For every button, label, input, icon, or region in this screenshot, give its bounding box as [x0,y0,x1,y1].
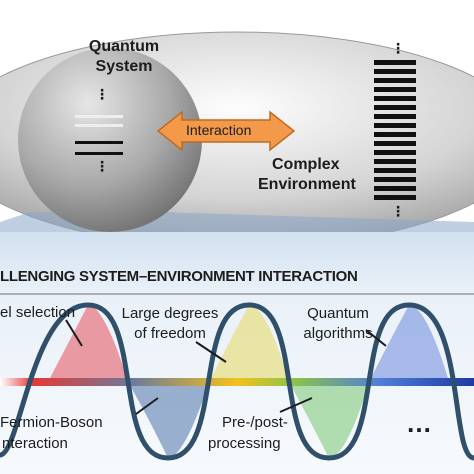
system-levels-bottom-ellipsis: ⋮ [95,158,109,174]
label-fermion-boson: Fermion-Boson nteraction [0,412,130,454]
env-levels-top-ellipsis: ⋮ [391,40,405,56]
system-energy-levels [75,115,123,155]
label-large-degrees: Large degrees of freedom [110,304,230,344]
wave-lobes [48,305,449,458]
label-large-degrees-line1: Large degrees [121,305,219,322]
callout-lines [65,319,387,415]
complex-environment-label: Complex Environment [258,155,374,195]
sine-wave [0,302,474,461]
env-levels-bottom-ellipsis: ⋮ [391,203,405,219]
environment-energy-levels [374,60,416,200]
label-quantum-algorithms-line1: Quantum [307,305,369,322]
quantum-system-label-line2: System [95,58,153,75]
label-fermion-boson-line1: Fermion-Boson [0,414,103,431]
quantum-system-label: Quantum System [76,37,172,77]
label-large-degrees-line2: of freedom [134,325,206,342]
label-pre-post-line1: Pre-/post- [222,414,288,431]
more-ellipsis: … [406,408,432,438]
quantum-system-label-line1: Quantum [88,38,160,55]
complex-environment-label-line1: Complex [272,156,340,173]
label-level-selection: el selection [0,304,76,321]
label-quantum-algorithms: Quantum algorithms [286,304,390,344]
label-fermion-boson-line2: nteraction [2,435,68,452]
complex-environment-label-line2: Environment [258,176,356,193]
system-levels-top-ellipsis: ⋮ [95,86,109,102]
spectrum-bar [0,378,474,386]
label-pre-post-processing: Pre-/post- processing [208,412,308,454]
quantum-system-sphere [18,48,202,232]
interaction-label: Interaction [186,122,252,138]
interaction-arrow [156,110,296,152]
challenges-title: LLENGING SYSTEM–ENVIRONMENT INTERACTION [0,268,358,285]
label-pre-post-line2: processing [208,435,281,452]
label-quantum-algorithms-line2: algorithms [303,325,373,342]
